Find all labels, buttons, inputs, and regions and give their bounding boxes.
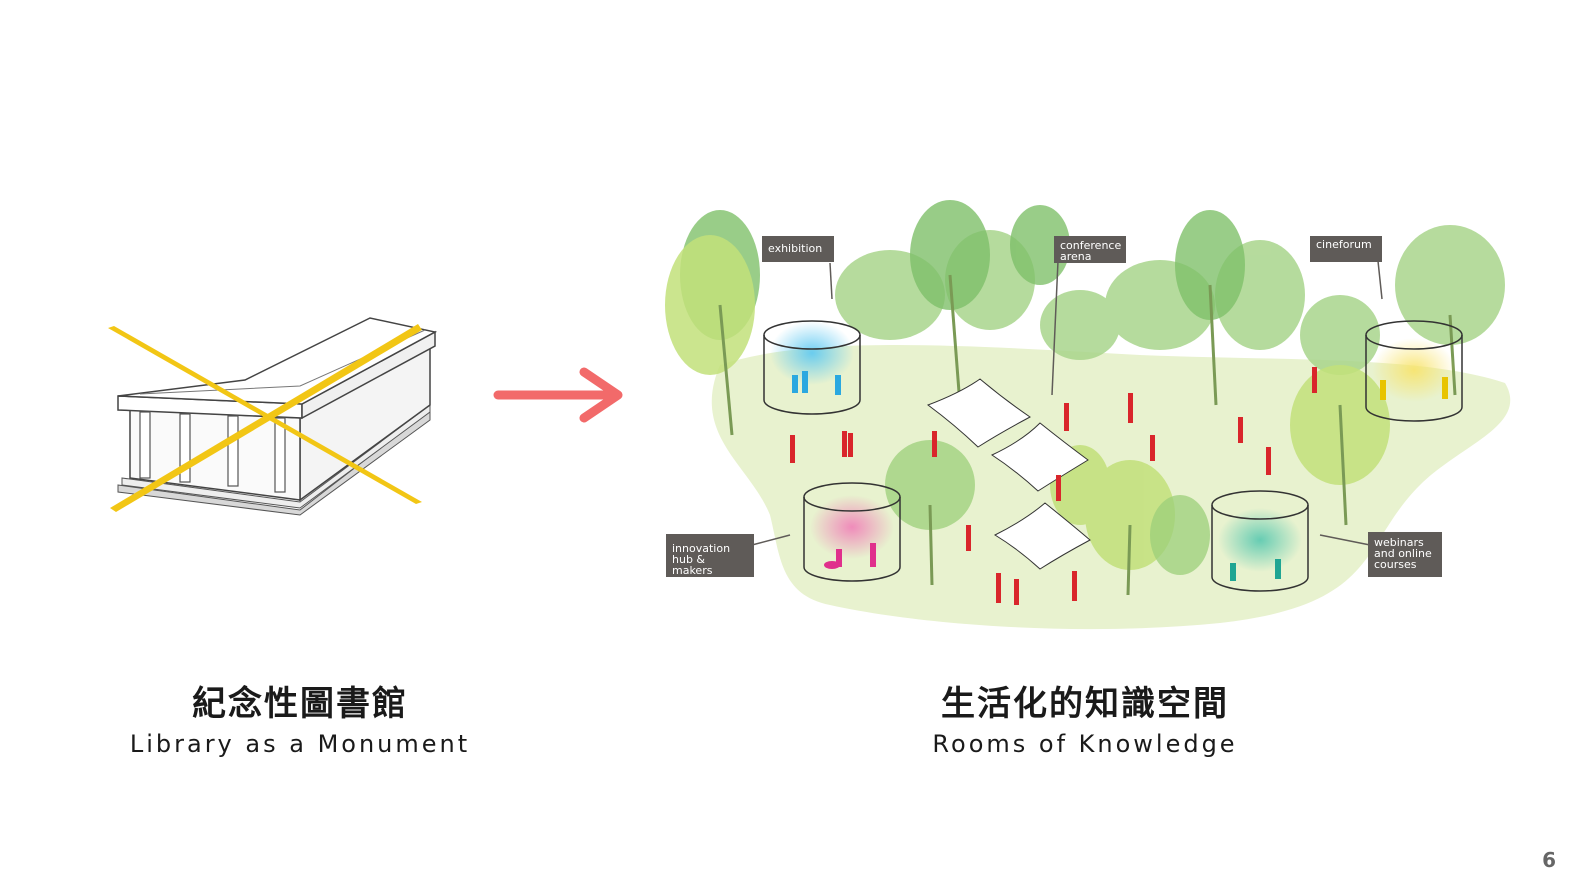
right-title-en: Rooms of Knowledge: [932, 730, 1238, 758]
webinars-room: [1211, 490, 1309, 592]
right-title-cn: 生活化的知識空間: [941, 684, 1229, 724]
monument-library-illustration: [108, 317, 438, 516]
rooms-of-knowledge-illustration: [665, 200, 1511, 630]
left-title-cn: 紀念性圖書館: [192, 684, 408, 724]
cineforum-room: [1365, 320, 1463, 422]
exhibition-room: [763, 320, 861, 415]
arrow-right-icon: [493, 367, 623, 423]
label-cineforum: cineforum: [1310, 236, 1382, 262]
page-number: 6: [1542, 848, 1556, 872]
label-exhibition: exhibition: [762, 236, 834, 262]
innovation-room: [803, 482, 901, 582]
left-title-en: Library as a Monument: [129, 730, 471, 758]
